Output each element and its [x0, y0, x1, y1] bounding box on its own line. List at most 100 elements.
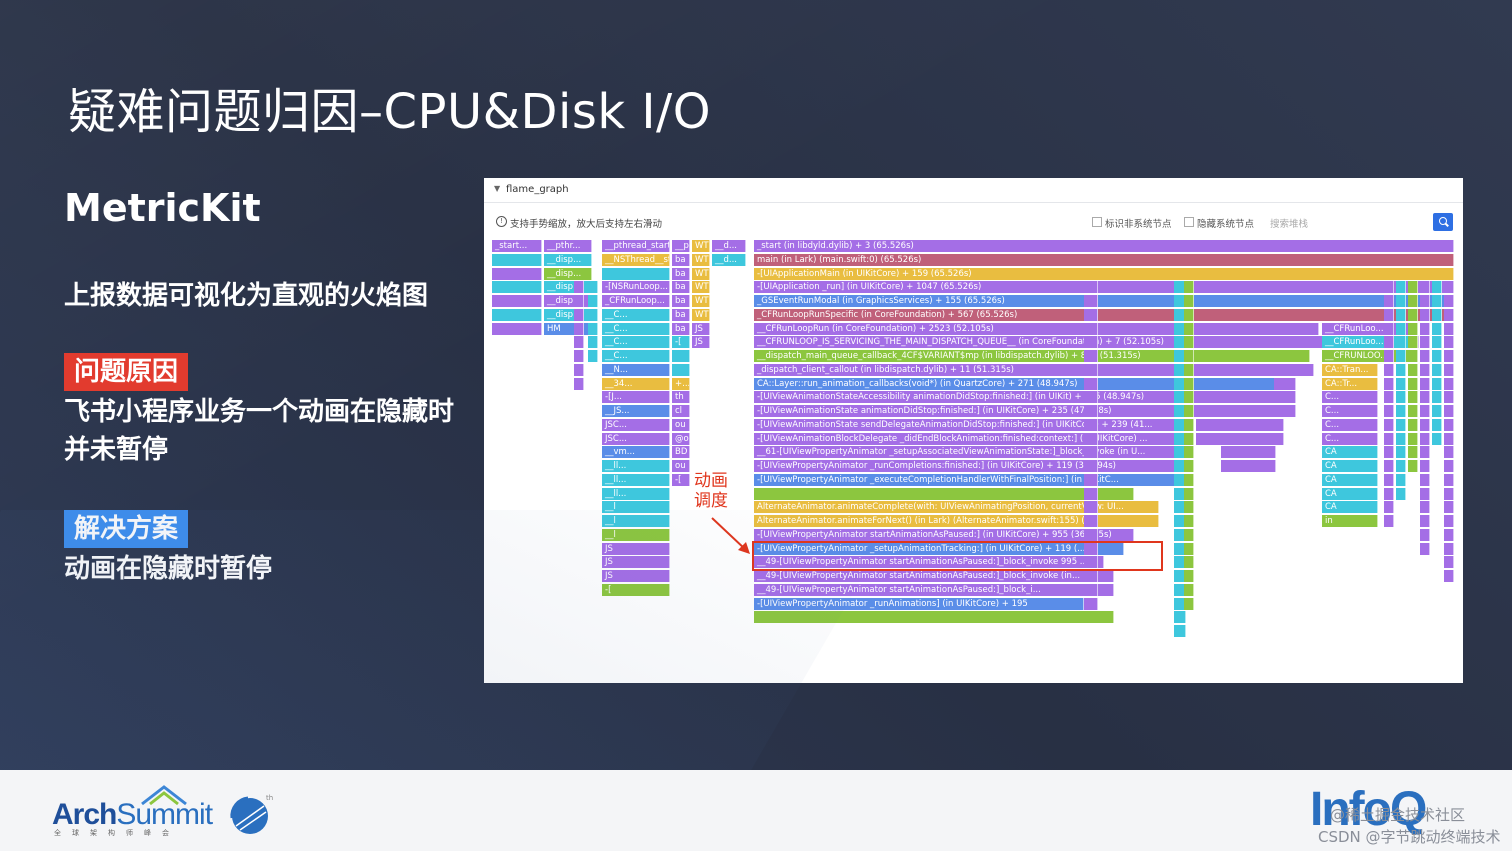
flame-frame-stack[interactable]	[1396, 446, 1406, 459]
flame-frame-left4[interactable]: ba	[672, 322, 690, 335]
flame-frame-left3[interactable]: JSC...	[602, 418, 670, 431]
flame-frame-stack[interactable]	[1432, 405, 1442, 417]
flame-frame-right2[interactable]: CA::Tran...	[1322, 363, 1378, 376]
flame-frame-left3[interactable]: __C...	[602, 308, 670, 321]
flame-frame-stack[interactable]	[1184, 515, 1194, 527]
flame-frame-stack[interactable]	[1408, 446, 1418, 459]
flame-frame-stack[interactable]	[1384, 322, 1394, 335]
flame-frame-stack[interactable]	[1184, 432, 1194, 445]
flame-frame-stack[interactable]	[588, 350, 598, 362]
flame-frame-stack[interactable]	[1084, 377, 1098, 390]
flame-frame-stack[interactable]	[1384, 418, 1394, 431]
flame-frame-stack[interactable]	[1184, 336, 1194, 349]
flame-frame-left3[interactable]: __ll...	[602, 487, 670, 500]
flame-frame-left2[interactable]: __disp...	[544, 308, 592, 321]
flame-frame-stack[interactable]	[1432, 418, 1442, 431]
flame-frame-stack[interactable]	[1396, 460, 1406, 472]
flame-frame-left2[interactable]: __disp...	[544, 281, 592, 294]
flame-frame-left3[interactable]: __N...	[602, 363, 670, 376]
flame-frame-stack[interactable]	[1444, 363, 1454, 376]
flame-frame-stack[interactable]	[1396, 281, 1406, 294]
flame-frame-stack[interactable]	[1444, 460, 1454, 472]
flame-frame-stack[interactable]	[574, 363, 584, 376]
flame-frame-left6[interactable]: __d...	[712, 240, 746, 252]
flame-frame-stack[interactable]	[1396, 487, 1406, 500]
flame-frame-stack[interactable]	[1184, 597, 1194, 610]
flame-frame-stack[interactable]	[1384, 460, 1394, 472]
flame-frame-left3[interactable]: -[J...	[602, 391, 670, 404]
flame-frame-stack[interactable]	[1084, 350, 1098, 362]
flame-frame-stack[interactable]	[1184, 295, 1194, 307]
flame-frame-main[interactable]: _CFRunLoopRunSpecific (in CoreFoundation…	[754, 308, 1454, 321]
flame-frame-stack[interactable]	[1420, 295, 1430, 307]
flame-frame-left4[interactable]	[672, 363, 690, 376]
flame-frame-left6[interactable]: __d...	[712, 253, 746, 266]
flame-frame-left5[interactable]: WT	[692, 253, 710, 266]
flame-frame-stack[interactable]	[1444, 322, 1454, 335]
flame-frame-right2[interactable]: C...	[1322, 405, 1378, 417]
flame-frame-right2[interactable]: C...	[1322, 418, 1378, 431]
flame-frame-main[interactable]: __49-[UIViewPropertyAnimator startAnimat…	[754, 570, 1114, 582]
flame-frame-stack[interactable]	[1384, 281, 1394, 294]
flame-frame-stack[interactable]	[1444, 515, 1454, 527]
flame-frame-stack[interactable]	[1184, 405, 1194, 417]
flame-frame-stack[interactable]	[1420, 322, 1430, 335]
flame-frame-stack[interactable]	[1084, 405, 1098, 417]
flame-frame-stack[interactable]	[1444, 391, 1454, 404]
flame-frame-stack[interactable]	[1444, 473, 1454, 486]
flame-frame-stack[interactable]	[1444, 308, 1454, 321]
flame-frame-left3[interactable]: __34...	[602, 377, 670, 390]
flame-frame-left4[interactable]: -[	[672, 336, 690, 349]
flame-frame-left4[interactable]: ou	[672, 460, 690, 472]
flame-frame-stack[interactable]	[1408, 295, 1418, 307]
flame-frame-stack[interactable]	[1184, 322, 1194, 335]
flame-frame-stack[interactable]	[1432, 336, 1442, 349]
flame-frame-stack[interactable]	[1444, 446, 1454, 459]
panel-header[interactable]: ▼ flame_graph	[484, 178, 1463, 203]
flame-frame-stack[interactable]	[1408, 432, 1418, 445]
flame-frame-stack[interactable]	[1420, 377, 1430, 390]
flame-frame-left3[interactable]	[602, 267, 670, 280]
flame-frame-stack[interactable]	[1084, 570, 1098, 582]
flame-frame-left3[interactable]: __ll...	[602, 473, 670, 486]
flame-frame-left5[interactable]: WT	[692, 281, 710, 294]
flame-frame-right2[interactable]: CA	[1322, 446, 1378, 459]
flame-frame-main[interactable]: _dispatch_client_callout (in libdispatch…	[754, 363, 1314, 376]
flame-frame-right1[interactable]	[1196, 418, 1284, 431]
flame-frame-main[interactable]: CA::Layer::run_animation_callbacks(void*…	[754, 377, 1276, 390]
flame-frame-stack[interactable]	[1444, 405, 1454, 417]
flame-frame-main[interactable]: -[UIViewPropertyAnimator startAnimationA…	[754, 528, 1134, 541]
flame-frame-stack[interactable]	[1420, 473, 1430, 486]
flame-frame-stack[interactable]	[588, 308, 598, 321]
flame-frame-stack[interactable]	[1444, 556, 1454, 569]
flame-frame-main[interactable]: main (in Lark) (main.swift:0) (65.526s)	[754, 253, 1454, 266]
flame-frame-right1[interactable]	[1196, 432, 1284, 445]
flame-frame-main[interactable]: -[UIViewPropertyAnimator _runCompletions…	[754, 460, 1179, 472]
flame-frame-left5[interactable]: WT	[692, 295, 710, 307]
flame-frame-stack[interactable]	[1420, 515, 1430, 527]
flame-frame-stack[interactable]	[1408, 418, 1418, 431]
flame-frame-stack[interactable]	[1444, 487, 1454, 500]
flame-frame-right2[interactable]: C...	[1322, 391, 1378, 404]
flame-frame-left4[interactable]: +...	[672, 377, 690, 390]
flame-frame-stack[interactable]	[1084, 556, 1098, 569]
flame-frame-stack[interactable]	[1432, 350, 1442, 362]
flame-frame-stack[interactable]	[1384, 446, 1394, 459]
flame-frame-right1[interactable]	[1274, 377, 1296, 390]
flame-frame-left2[interactable]: HM	[544, 322, 592, 335]
flame-frame-left4[interactable]: ba	[672, 308, 690, 321]
flame-frame-left1[interactable]	[492, 308, 542, 321]
flame-frame-stack[interactable]	[1084, 528, 1098, 541]
flame-frame-stack[interactable]	[1408, 460, 1418, 472]
flame-frame-left2[interactable]: __pthr...	[544, 240, 592, 252]
flame-frame-stack[interactable]	[1084, 308, 1098, 321]
flame-frame-stack[interactable]	[1396, 432, 1406, 445]
flame-frame-stack[interactable]	[588, 281, 598, 294]
flame-frame-main[interactable]: -[UIApplicationMain (in UIKitCore) + 159…	[754, 267, 1454, 280]
flame-frame-stack[interactable]	[1396, 308, 1406, 321]
flame-frame-stack[interactable]	[1184, 281, 1194, 294]
flame-frame-stack[interactable]	[1420, 336, 1430, 349]
flame-frame-stack[interactable]	[1084, 473, 1098, 486]
flame-frame-stack[interactable]	[1408, 405, 1418, 417]
flame-frame-left2[interactable]: __disp...	[544, 253, 592, 266]
